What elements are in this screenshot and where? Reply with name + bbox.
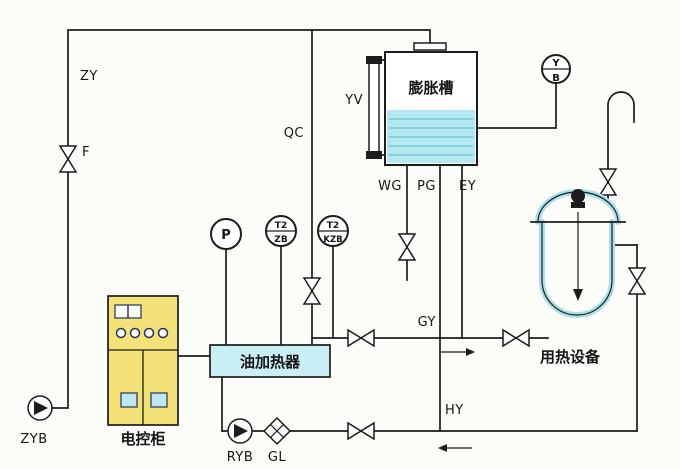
label-pg: PG xyxy=(417,179,436,194)
level-gauge-yv xyxy=(366,56,386,159)
valve-qc xyxy=(302,277,322,305)
gauge-p: P xyxy=(210,218,242,250)
pump-ryb xyxy=(227,418,253,444)
vessel-body xyxy=(541,222,613,316)
expansion-tank: 膨胀槽 xyxy=(384,42,478,166)
pump-impeller-icon xyxy=(34,401,48,415)
filter-gl xyxy=(262,416,292,446)
gauge-t2zb-bottom-label: ZB xyxy=(274,235,288,245)
gauge-t2kzb-top-label: T2 xyxy=(327,221,339,231)
pump-zyb xyxy=(27,395,53,421)
label-gy: GY xyxy=(418,315,436,330)
label-equipment: 用热设备 xyxy=(540,348,601,366)
label-ey: EY xyxy=(459,179,476,194)
cabinet-knob xyxy=(157,327,169,339)
oil-heater-label: 油加热器 xyxy=(240,353,301,371)
tank-vent-cap xyxy=(413,42,447,51)
valve-hy-return xyxy=(347,421,375,441)
gauge-yb-top-label: Y xyxy=(551,58,560,69)
right-arrow-icon xyxy=(466,348,475,356)
valve-gy-heater-outlet xyxy=(347,328,375,348)
label-ryb: RYB xyxy=(227,450,254,465)
gauge-p-label: P xyxy=(221,228,231,243)
oil-heater: 油加热器 xyxy=(209,344,331,378)
cabinet-door-panel xyxy=(150,392,168,408)
gauge-t2kzb-bottom-label: KZB xyxy=(323,235,342,245)
label-gl: GL xyxy=(268,450,287,465)
label-hy: HY xyxy=(445,403,464,418)
valve-vent xyxy=(598,168,618,196)
flow-arrow-hy xyxy=(438,444,472,452)
cabinet-knob xyxy=(129,327,141,339)
cabinet-knob xyxy=(115,327,127,339)
pipe-yb-gauge xyxy=(476,83,557,129)
left-arrow-icon xyxy=(438,444,447,452)
pipe-vent-hook xyxy=(607,91,635,205)
valve-equipment-outlet xyxy=(627,267,647,295)
level-gauge-top-fitting xyxy=(366,56,382,64)
vessel-cap-base xyxy=(571,202,585,208)
label-zy: ZY xyxy=(80,69,98,84)
label-wg: WG xyxy=(378,179,402,194)
label-cabinet: 电控柜 xyxy=(120,430,165,448)
label-qc: QC xyxy=(284,126,304,141)
cabinet-knob xyxy=(143,327,155,339)
tank-label: 膨胀槽 xyxy=(408,79,453,97)
cabinet-door-panel xyxy=(120,392,138,408)
label-zyb: ZYB xyxy=(20,432,47,447)
heat-equipment-vessel xyxy=(530,189,626,318)
gauge-t2-zb: T2 ZB xyxy=(265,215,297,247)
pump-impeller-icon xyxy=(234,424,248,438)
level-gauge-tube xyxy=(368,62,380,153)
flow-arrow-gy xyxy=(441,348,475,356)
gauge-yb: Y B xyxy=(541,54,571,84)
oil-heater-body xyxy=(209,344,331,378)
valve-f xyxy=(58,145,78,173)
vessel-stirrer-arrow-icon xyxy=(573,289,583,301)
gauge-t2zb-top-label: T2 xyxy=(275,221,287,231)
vessel-cap-icon xyxy=(571,189,585,203)
gauge-t2-kzb: T2 KZB xyxy=(317,215,349,247)
valve-wg xyxy=(397,233,417,261)
pipe-zy-supply xyxy=(51,29,431,409)
label-yv: YV xyxy=(344,93,363,108)
label-f: F xyxy=(82,145,90,160)
gauge-yb-bottom-label: B xyxy=(552,73,560,84)
control-cabinet xyxy=(107,295,179,426)
level-gauge-bottom-fitting xyxy=(366,151,382,159)
valve-gy-equipment-inlet xyxy=(502,328,530,348)
